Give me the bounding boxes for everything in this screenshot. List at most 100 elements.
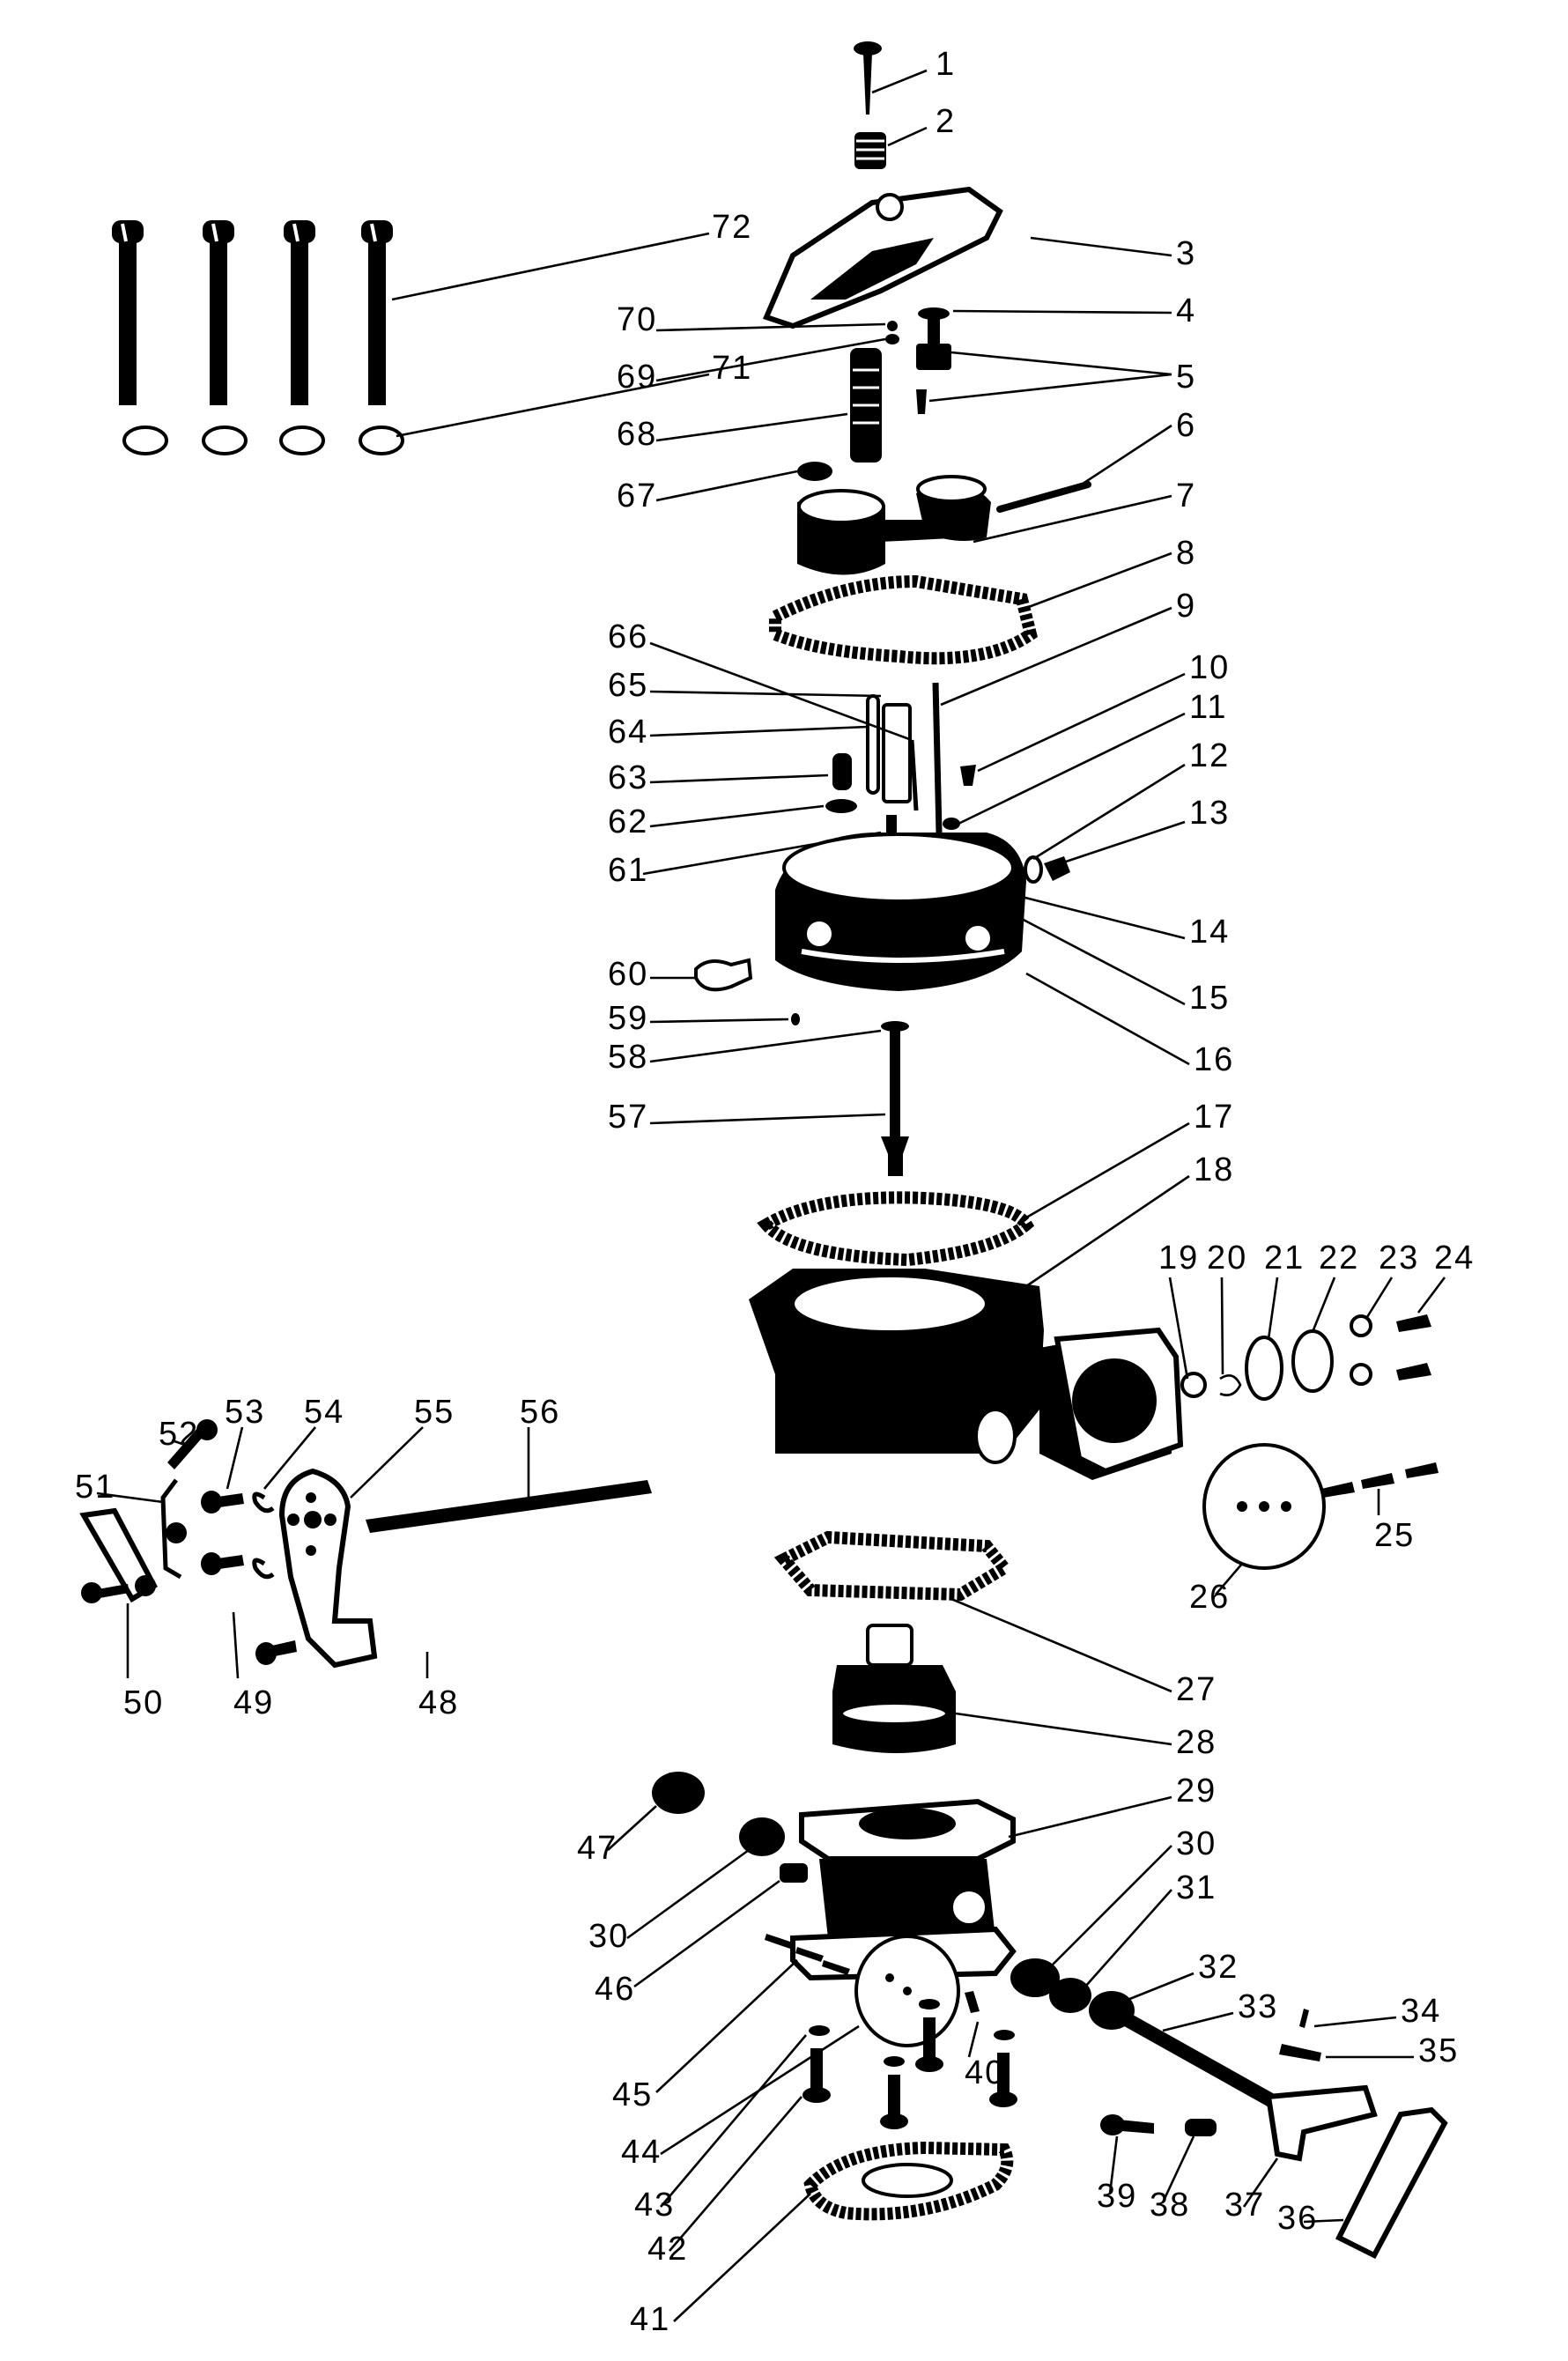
needle-9 [932,682,943,833]
cover-22 [1291,1329,1334,1393]
float-pin-6 [996,481,1091,513]
leader-line-6 [1074,424,1172,491]
washer-62 [825,799,857,813]
lock-washers-71 [122,426,404,455]
leader-line-30a [626,1848,750,1940]
leader-lines [96,69,1446,2322]
leader-line-8 [1025,551,1172,610]
gasket-21 [1245,1336,1283,1401]
screw-45a [765,1934,793,1949]
leader-line-63 [649,773,829,784]
clip-54b [252,1558,275,1580]
lever-37 [1265,2084,1378,2162]
callout-label-57: 57 [608,1099,648,1136]
drain-plug-60 [694,958,753,992]
screw-52 [167,1427,205,1469]
callout-label-19: 19 [1158,1240,1199,1277]
screw-45b [795,1947,824,1962]
callout-label-33: 33 [1238,1988,1278,2025]
callout-label-37: 37 [1224,2187,1265,2224]
callout-label-13: 13 [1189,795,1230,832]
leader-line-22 [1311,1277,1336,1333]
leader-line-69 [655,337,886,382]
leader-line-61 [642,831,882,876]
callout-label-17: 17 [1194,1099,1234,1136]
screw-25c [1405,1462,1439,1478]
gasket-8 [769,574,1038,665]
leader-line-70 [655,322,886,332]
callout-label-51: 51 [75,1469,115,1506]
check-valve-63 [832,753,852,790]
gasket-12 [1024,855,1043,884]
callout-label-45: 45 [612,2076,653,2113]
leader-line-68 [655,412,848,442]
leader-line-62 [649,804,825,828]
callout-label-26: 26 [1189,1579,1230,1616]
leader-line-57 [649,1113,886,1125]
callout-label-10: 10 [1189,649,1230,686]
callout-label-44: 44 [621,2134,662,2171]
leader-line-23 [1365,1277,1394,1318]
callout-label-11: 11 [1189,689,1227,726]
leader-line-39 [1108,2135,1119,2194]
leader-line-26 [1215,1563,1243,1595]
callout-label-35: 35 [1418,2032,1459,2069]
cover-3 [762,186,1003,329]
screw-61 [886,815,897,836]
callout-label-42: 42 [647,2231,688,2268]
callout-label-16: 16 [1194,1041,1234,1078]
leader-line-41 [673,2193,811,2322]
callout-label-14: 14 [1189,914,1230,951]
callout-label-43: 43 [634,2187,675,2224]
leader-line-2 [887,126,928,147]
ball-59 [791,1013,800,1025]
callout-label-61: 61 [608,852,648,889]
leader-line-65 [649,690,882,698]
callout-label-50: 50 [123,1684,164,1721]
plug-13 [1044,856,1070,881]
spring-51 [160,1478,182,1580]
leader-line-49 [232,1611,240,1679]
choke-shaft-56 [366,1480,652,1533]
seal-31 [1049,1978,1091,2013]
plug-10 [960,765,976,786]
callout-label-52: 52 [159,1416,199,1453]
callout-label-12: 12 [1189,737,1230,774]
callout-label-29: 29 [1176,1773,1217,1810]
leader-line-5 [950,351,1172,376]
pin-40 [965,1991,980,2013]
callout-label-23: 23 [1379,1240,1419,1277]
leader-line-43 [660,2034,807,2208]
lockwasher-23a [1350,1314,1372,1337]
leader-line-4 [952,309,1172,315]
leader-line-38 [1161,2135,1195,2203]
leader-line-44 [660,2024,860,2156]
throttle-shaft-33 [1112,2007,1295,2118]
leader-line-24 [1416,1277,1446,1314]
callout-label-47: 47 [577,1830,618,1867]
callout-label-18: 18 [1194,1151,1234,1188]
callout-label-41: 41 [630,2301,670,2338]
float-bowl-16 [775,833,1026,991]
leader-line-42 [669,2096,802,2252]
callout-label-36: 36 [1277,2200,1318,2237]
callout-label-69: 69 [617,359,657,396]
jet-68 [850,348,882,463]
callout-label-21: 21 [1264,1240,1305,1277]
callout-label-4: 4 [1176,292,1196,329]
callout-label-40: 40 [965,2054,1005,2091]
valve-seat-4-5 [916,307,951,414]
leader-line-14 [1021,895,1186,940]
leader-line-55 [350,1426,424,1499]
leader-line-32 [1127,1972,1194,2002]
leader-line-18 [1025,1174,1190,1288]
callout-label-5: 5 [1176,359,1196,396]
venturi-28 [832,1624,956,1753]
washer-69 [885,334,899,344]
ball-70 [887,321,898,331]
leader-line-67 [655,470,798,502]
leader-line-1 [871,69,928,94]
callout-label-55: 55 [414,1394,455,1431]
